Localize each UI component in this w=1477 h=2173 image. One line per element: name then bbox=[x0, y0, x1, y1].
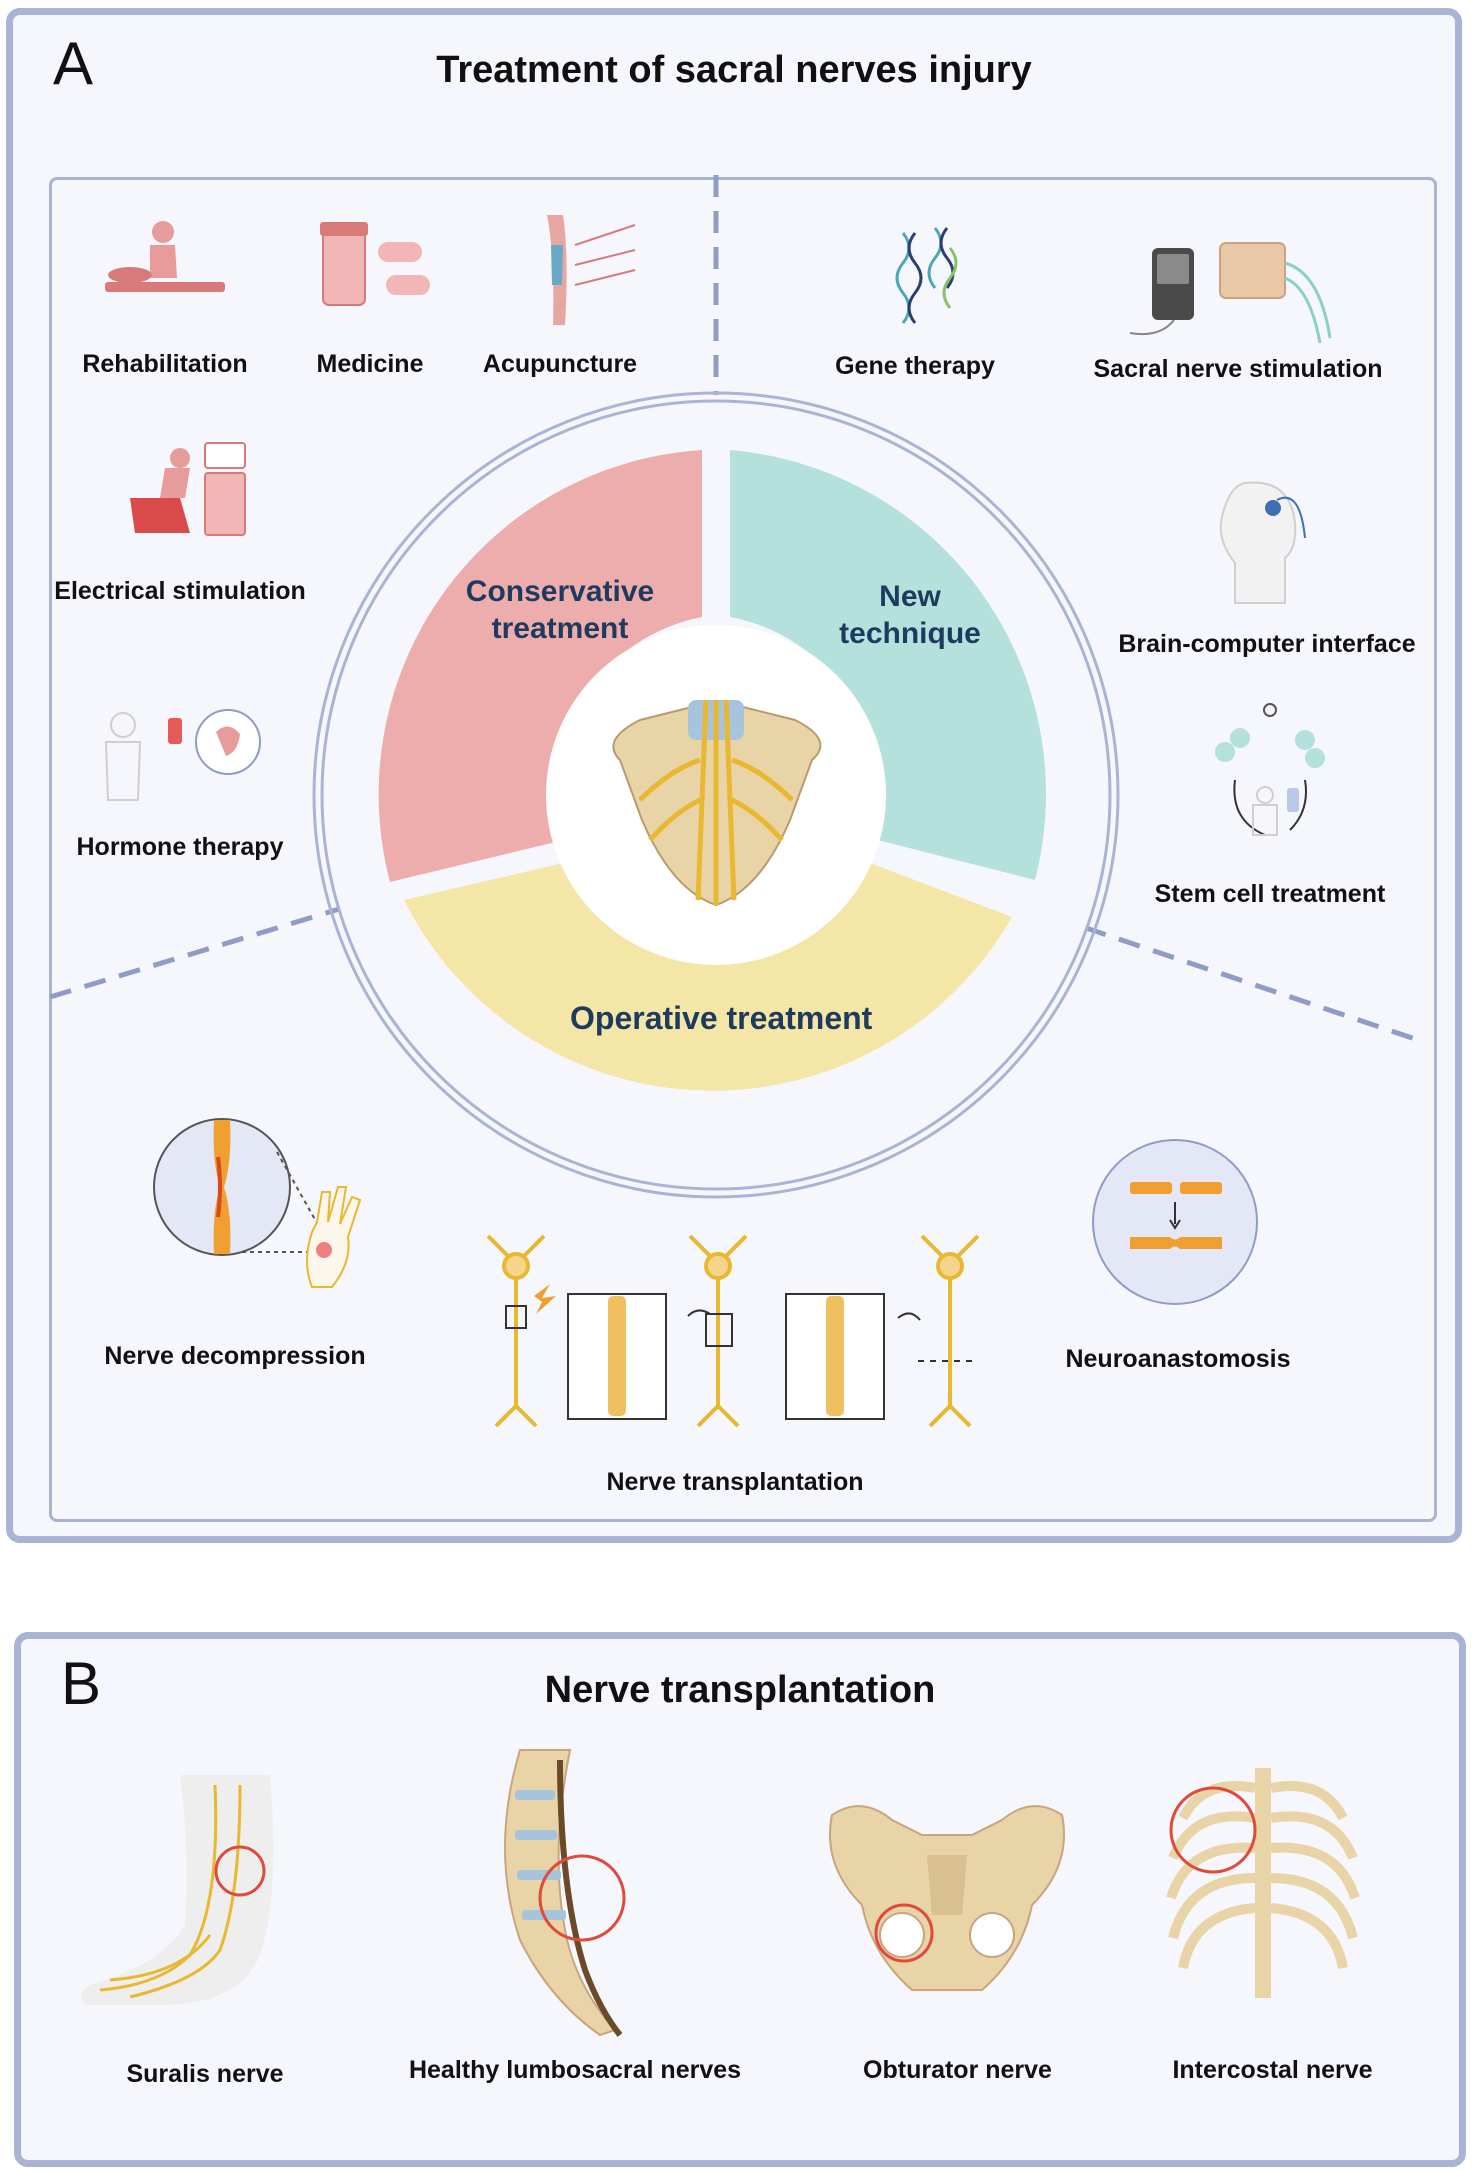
lumbosacral-nerves-icon bbox=[504, 1749, 626, 2037]
label-sacral-nerve-stimulation: Sacral nerve stimulation bbox=[1093, 355, 1383, 383]
label-acupuncture: Acupuncture bbox=[482, 350, 638, 378]
label-medicine: Medicine bbox=[316, 350, 424, 378]
label-gene-therapy: Gene therapy bbox=[835, 352, 995, 380]
rehabilitation-icon bbox=[105, 221, 225, 292]
segment-conservative-label-1: Conservative bbox=[465, 575, 655, 608]
gene-therapy-icon bbox=[895, 227, 958, 324]
label-stem-cell-treatment: Stem cell treatment bbox=[1154, 880, 1386, 908]
segment-operative bbox=[404, 860, 1012, 1091]
label-electrical-stimulation: Electrical stimulation bbox=[54, 577, 306, 605]
segment-new-label-2: technique bbox=[839, 617, 981, 650]
electrical-stimulation-icon bbox=[130, 442, 246, 536]
panel-b-title: Nerve transplantation bbox=[544, 1669, 936, 1711]
label-suralis-nerve: Suralis nerve bbox=[126, 2060, 284, 2088]
segment-new bbox=[730, 450, 1046, 880]
label-neuroanastomosis: Neuroanastomosis bbox=[1065, 1345, 1291, 1373]
nerve-transplantation-icon bbox=[486, 1234, 980, 1428]
label-hormone-therapy: Hormone therapy bbox=[76, 833, 284, 861]
sacral-nerve-stimulation-icon bbox=[1129, 242, 1332, 344]
neuroanastomosis-icon bbox=[1092, 1139, 1258, 1305]
hormone-therapy-icon bbox=[104, 709, 261, 801]
nerve-decompression-icon bbox=[153, 1118, 362, 1288]
obturator-nerve-icon bbox=[829, 1805, 1065, 1991]
label-intercostal-nerve: Intercostal nerve bbox=[1172, 2056, 1373, 2084]
segment-new-label-1: New bbox=[879, 580, 941, 613]
label-rehabilitation: Rehabilitation bbox=[82, 350, 248, 378]
label-healthy-lumbosacral-nerves: Healthy lumbosacral nerves bbox=[408, 2056, 742, 2084]
panel-a-title: Treatment of sacral nerves injury bbox=[436, 49, 1032, 91]
suralis-nerve-icon bbox=[81, 1775, 274, 2005]
label-obturator-nerve: Obturator nerve bbox=[863, 2056, 1052, 2084]
label-nerve-transplantation: Nerve transplantation bbox=[606, 1468, 864, 1496]
medicine-icon bbox=[320, 222, 430, 306]
divider-right bbox=[845, 844, 1425, 1045]
segment-conservative-label-2: treatment bbox=[491, 612, 629, 645]
segment-operative-label: Operative treatment bbox=[570, 1000, 873, 1036]
acupuncture-icon bbox=[547, 215, 636, 325]
panel-b-letter: B bbox=[61, 1650, 102, 1717]
outer-ring bbox=[312, 391, 1120, 1199]
label-nerve-decompression: Nerve decompression bbox=[104, 1342, 366, 1370]
label-brain-computer-interface: Brain-computer interface bbox=[1118, 630, 1416, 658]
stem-cell-treatment-icon bbox=[1215, 703, 1325, 836]
treatment-donut bbox=[49, 175, 1425, 1199]
panel-a-letter: A bbox=[53, 30, 94, 97]
brain-computer-interface-icon bbox=[1219, 481, 1306, 604]
intercostal-nerve-icon bbox=[1166, 1768, 1360, 1998]
sacrum-icon bbox=[612, 699, 822, 907]
segment-conservative bbox=[378, 450, 702, 882]
